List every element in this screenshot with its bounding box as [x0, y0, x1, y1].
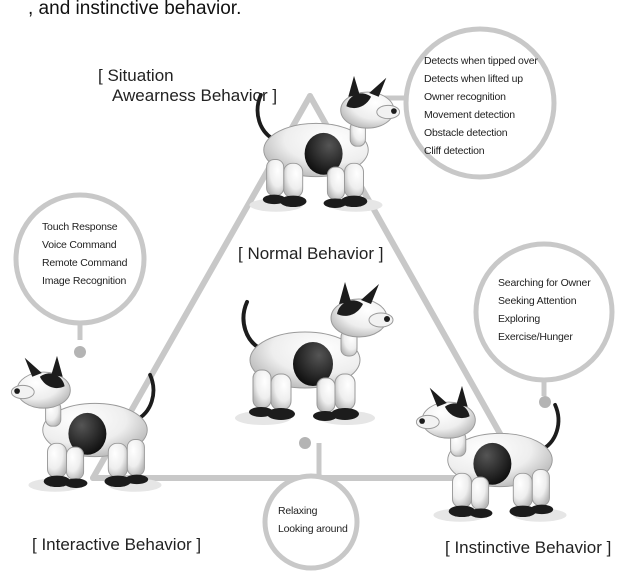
list-item: Image Recognition: [42, 275, 127, 287]
interactive-caption: [ Interactive Behavior ]: [32, 535, 202, 554]
normal-connector-dot: [299, 437, 311, 449]
situation-feature-list: Detects when tipped over Detects when li…: [424, 52, 538, 160]
list-item: Movement detection: [424, 109, 515, 121]
interactive-feature-list: Touch Response Voice Command Remote Comm…: [42, 218, 128, 290]
list-item: Seeking Attention: [498, 295, 577, 307]
list-item: Obstacle detection: [424, 127, 508, 139]
intro-text-fragment: , and instinctive behavior.: [28, 0, 242, 19]
situation-caption-line2: Awearness Behavior ]: [112, 86, 278, 105]
situation-caption-line1: [ Situation: [98, 66, 174, 85]
instinctive-connector-dot: [539, 396, 551, 408]
interactive-connector-dot: [74, 346, 86, 358]
list-item: Searching for Owner: [498, 277, 591, 289]
normal-feature-list: Relaxing Looking around: [278, 502, 348, 538]
robot-dog-interactive-image: [9, 353, 164, 494]
normal-caption: [ Normal Behavior ]: [238, 244, 384, 263]
list-item: Exercise/Hunger: [498, 331, 573, 343]
list-item: Exploring: [498, 313, 540, 325]
list-item: Touch Response: [42, 221, 118, 233]
list-item: Owner recognition: [424, 91, 506, 103]
list-item: Looking around: [278, 523, 348, 535]
instinctive-caption: [ Instinctive Behavior ]: [445, 538, 612, 557]
list-item: Remote Command: [42, 257, 128, 269]
list-item: Voice Command: [42, 239, 117, 251]
robot-dog-normal-image: [233, 280, 395, 427]
list-item: Detects when lifted up: [424, 73, 523, 85]
normal-bubble: [262, 473, 360, 571]
interactive-bubble: [13, 192, 147, 326]
list-item: Cliff detection: [424, 145, 485, 157]
instinctive-bubble: [473, 241, 615, 383]
list-item: Relaxing: [278, 505, 318, 517]
list-item: Detects when tipped over: [424, 55, 538, 67]
instinctive-feature-list: Searching for Owner Seeking Attention Ex…: [498, 274, 591, 346]
situation-bubble: [403, 26, 557, 180]
